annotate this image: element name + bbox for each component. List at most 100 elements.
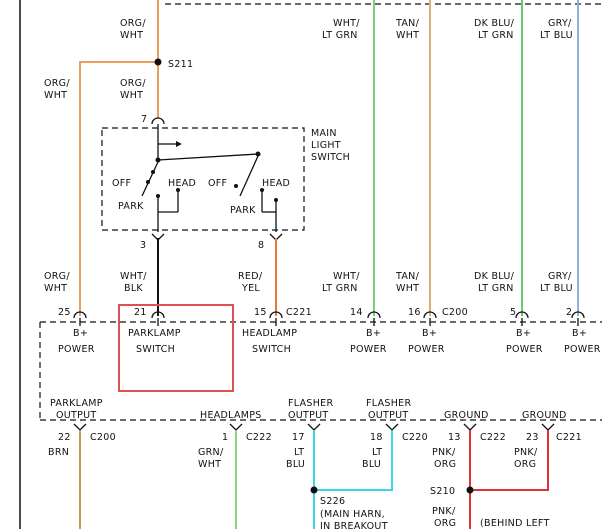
- pin-2-terminal: [571, 311, 585, 319]
- pin-3-label: 3: [140, 240, 146, 251]
- wire-pnk-org: [469, 430, 549, 491]
- label-wht-blk-1: WHT/: [120, 271, 147, 282]
- label-org-wht-mid-2: WHT: [120, 90, 143, 101]
- label-gry-ltblu-top-2: LT BLU: [540, 30, 573, 41]
- splice-s210-dot: [466, 486, 474, 494]
- label-org-wht-mid-1: ORG/: [120, 78, 146, 89]
- switch-head-2: HEAD: [262, 178, 290, 189]
- headlamp-switch-line1: HEADLAMP: [242, 328, 297, 339]
- switch-off-1: OFF: [112, 178, 131, 189]
- pin-18-label: 18: [370, 432, 383, 443]
- s226-note-1: (MAIN HARN,: [320, 509, 385, 520]
- label-wht-blk-2: BLK: [124, 283, 143, 294]
- wire-pnk-org-2-line2: ORG: [514, 459, 536, 470]
- bplus-power-2-line2: POWER: [350, 344, 387, 355]
- switch-title-3: SWITCH: [311, 152, 350, 163]
- pin-15-terminal: [269, 311, 283, 319]
- label-tan-wht-top-2: WHT: [396, 30, 419, 41]
- pin-5-label: 5: [510, 307, 516, 318]
- bplus-power-1-line1: B+: [73, 328, 88, 339]
- flasher-output-2-line1: FLASHER: [366, 398, 411, 409]
- label-gry-ltblu-lower-2: LT BLU: [540, 283, 573, 294]
- pin-21-terminal: [151, 311, 165, 319]
- wire-lt-blu: [313, 430, 393, 491]
- wire-pnk-org-1-line1: PNK/: [432, 447, 456, 458]
- wire-brn-label: BRN: [48, 447, 69, 458]
- switch-park-2: PARK: [230, 205, 256, 216]
- wire-lt-blu-2-line2: BLU: [362, 459, 381, 470]
- label-org-wht-lower-2: WHT: [44, 283, 67, 294]
- connector-c221-label: C221: [286, 307, 312, 318]
- parklamp-output-line2: OUTPUT: [56, 410, 97, 421]
- pin-15-label: 15: [254, 307, 267, 318]
- bplus-power-5-line2: POWER: [564, 344, 601, 355]
- connector-c222b-label: C222: [480, 432, 506, 443]
- parklamp-output-line1: PARKLAMP: [50, 398, 103, 409]
- pin-22-label: 22: [58, 432, 71, 443]
- wire-pnk-org-3-line2: ORG: [434, 518, 456, 529]
- switch-head-1: HEAD: [168, 178, 196, 189]
- bplus-power-4-line2: POWER: [506, 344, 543, 355]
- pin-14-terminal: [367, 311, 381, 319]
- switch-dashed-box: [101, 127, 305, 231]
- connector-c220-label: C220: [402, 432, 428, 443]
- pin-18-terminal: [385, 423, 399, 431]
- pin-7-terminal: [151, 117, 165, 125]
- bplus-power-3-line2: POWER: [408, 344, 445, 355]
- splice-s210-label: S210: [430, 486, 455, 497]
- highlight-box: [118, 304, 234, 392]
- pin-16-terminal: [423, 311, 437, 319]
- label-tan-wht-lower-2: WHT: [396, 283, 419, 294]
- connector-c200-label: C200: [442, 307, 468, 318]
- bplus-power-4-line1: B+: [516, 328, 531, 339]
- wire-grn-wht-1: GRN/: [198, 447, 224, 458]
- label-org-wht-lower-1: ORG/: [44, 271, 70, 282]
- connector-c221-c200: 25 21 15 C221 14 16 C200 5 2 B+ POWER PA…: [39, 307, 602, 421]
- pin-8-label: 8: [258, 240, 264, 251]
- pin-25-terminal: [73, 311, 87, 319]
- label-dkblu-ltgrn-lower-1: DK BLU/: [474, 271, 515, 282]
- headlamp-switch-line2: SWITCH: [252, 344, 291, 355]
- parklamp-switch-line1: PARKLAMP: [128, 328, 181, 339]
- connector-c221b-label: C221: [556, 432, 582, 443]
- switch-title-1: MAIN: [311, 128, 337, 139]
- flasher-output-2-line2: OUTPUT: [368, 410, 409, 421]
- wire-lt-blu-1-line1: LT: [294, 447, 304, 458]
- splice-s226-label: S226: [320, 496, 345, 507]
- bplus-power-1-line2: POWER: [58, 344, 95, 355]
- label-tan-wht-lower-1: TAN/: [395, 271, 420, 282]
- ground-1-label: GROUND: [444, 410, 489, 421]
- splice-s211-dot: [154, 58, 162, 66]
- wire-pnk-org-2-line1: PNK/: [514, 447, 538, 458]
- pin-14-label: 14: [350, 307, 363, 318]
- bplus-power-5-line1: B+: [572, 328, 587, 339]
- label-wht-ltgrn-top-2: LT GRN: [322, 30, 358, 41]
- connector-c200-bottom-label: C200: [90, 432, 116, 443]
- pin-22-terminal: [73, 423, 87, 431]
- label-org-wht-top-2: WHT: [120, 30, 143, 41]
- wire-lt-blu-1-line2: BLU: [286, 459, 305, 470]
- flasher-output-1-line1: FLASHER: [288, 398, 333, 409]
- splice-s226-dot: [310, 486, 318, 494]
- label-wht-ltgrn-top-1: WHT/: [333, 18, 360, 29]
- label-org-wht-top-1: ORG/: [120, 18, 146, 29]
- pin-21-label: 21: [134, 307, 147, 318]
- label-gry-ltblu-lower-1: GRY/: [548, 271, 572, 282]
- switch-off-2: OFF: [208, 178, 227, 189]
- main-light-switch: 7 MAIN LIGHT SWITCH OFF HEAD PARK OFF HE…: [101, 114, 350, 251]
- label-dkblu-ltgrn-lower-2: LT GRN: [478, 283, 514, 294]
- pin-1-label: 1: [222, 432, 228, 443]
- pin-23-label: 23: [526, 432, 539, 443]
- pin-17-label: 17: [292, 432, 305, 443]
- label-red-yel-1: RED/: [238, 271, 263, 282]
- switch-park-1: PARK: [118, 201, 144, 212]
- pin-25-label: 25: [58, 307, 71, 318]
- ground-2-label: GROUND: [522, 410, 567, 421]
- wire-grn-wht-2: WHT: [198, 459, 221, 470]
- pin-7-label: 7: [141, 114, 147, 125]
- connector-c222-label: C222: [246, 432, 272, 443]
- pin-23-terminal: [541, 423, 555, 431]
- wire-lt-blu-2-line1: LT: [372, 447, 382, 458]
- label-red-yel-2: YEL: [241, 283, 260, 294]
